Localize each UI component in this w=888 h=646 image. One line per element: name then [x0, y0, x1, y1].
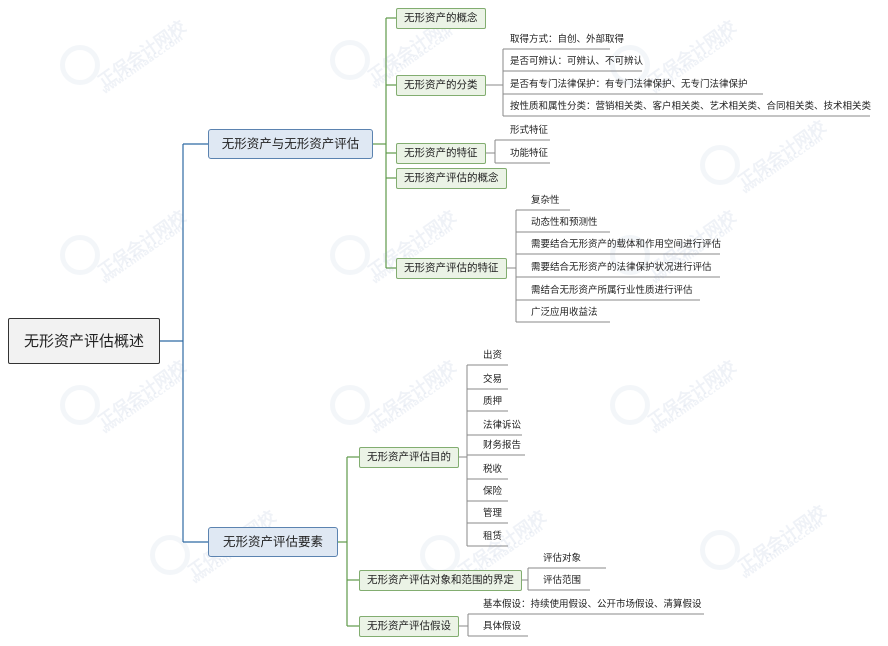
node-eval-features[interactable]: 无形资产评估的特征 — [396, 258, 507, 279]
eval-features-leaf-6[interactable]: 广泛应用收益法 — [531, 307, 598, 318]
assumption-leaf-2[interactable]: 具体假设 — [483, 621, 522, 632]
purpose-leaf-3[interactable]: 质押 — [483, 396, 503, 407]
scope-leaf-2[interactable]: 评估范围 — [543, 575, 582, 586]
eval-features-leaf-4[interactable]: 需要结合无形资产的法律保护状况进行评估 — [531, 262, 712, 273]
purpose-leaf-9[interactable]: 租赁 — [483, 531, 503, 542]
eval-features-leaf-1[interactable]: 复杂性 — [531, 195, 560, 206]
classification-leaf-3[interactable]: 是否有专门法律保护：有专门法律保护、无专门法律保护 — [510, 79, 748, 90]
node-classification[interactable]: 无形资产的分类 — [396, 75, 486, 96]
classification-leaf-4[interactable]: 按性质和属性分类：营销相关类、客户相关类、艺术相关类、合同相关类、技术相关类 — [510, 101, 872, 112]
purpose-leaf-7[interactable]: 保险 — [483, 486, 503, 497]
purpose-leaf-2[interactable]: 交易 — [483, 374, 503, 385]
features-leaf-2[interactable]: 功能特征 — [510, 148, 549, 159]
classification-leaf-2[interactable]: 是否可辨认：可辨认、不可辨认 — [510, 56, 644, 67]
purpose-leaf-8[interactable]: 管理 — [483, 508, 503, 519]
eval-features-leaf-2[interactable]: 动态性和预测性 — [531, 217, 598, 228]
node-purpose[interactable]: 无形资产评估目的 — [359, 447, 459, 468]
root-node[interactable]: 无形资产评估概述 — [8, 318, 160, 364]
node-eval-concept[interactable]: 无形资产评估的概念 — [396, 168, 507, 189]
purpose-leaf-6[interactable]: 税收 — [483, 464, 503, 475]
branch-evaluation-elements[interactable]: 无形资产评估要素 — [208, 527, 338, 557]
purpose-leaf-1[interactable]: 出资 — [483, 350, 503, 361]
node-features[interactable]: 无形资产的特征 — [396, 143, 486, 164]
assumption-leaf-1[interactable]: 基本假设：持续使用假设、公开市场假设、清算假设 — [483, 599, 702, 610]
eval-features-leaf-5[interactable]: 需结合无形资产所属行业性质进行评估 — [531, 285, 693, 296]
node-assumption[interactable]: 无形资产评估假设 — [359, 616, 459, 637]
classification-leaf-1[interactable]: 取得方式：自创、外部取得 — [510, 34, 625, 45]
node-scope[interactable]: 无形资产评估对象和范围的界定 — [359, 570, 522, 591]
features-leaf-1[interactable]: 形式特征 — [510, 125, 549, 136]
node-concept[interactable]: 无形资产的概念 — [396, 8, 486, 29]
purpose-leaf-4[interactable]: 法律诉讼 — [483, 420, 522, 431]
purpose-leaf-5[interactable]: 财务报告 — [483, 440, 522, 451]
branch-intangible-assets-and-evaluation[interactable]: 无形资产与无形资产评估 — [208, 129, 373, 159]
scope-leaf-1[interactable]: 评估对象 — [543, 553, 582, 564]
eval-features-leaf-3[interactable]: 需要结合无形资产的载体和作用空间进行评估 — [531, 239, 722, 250]
